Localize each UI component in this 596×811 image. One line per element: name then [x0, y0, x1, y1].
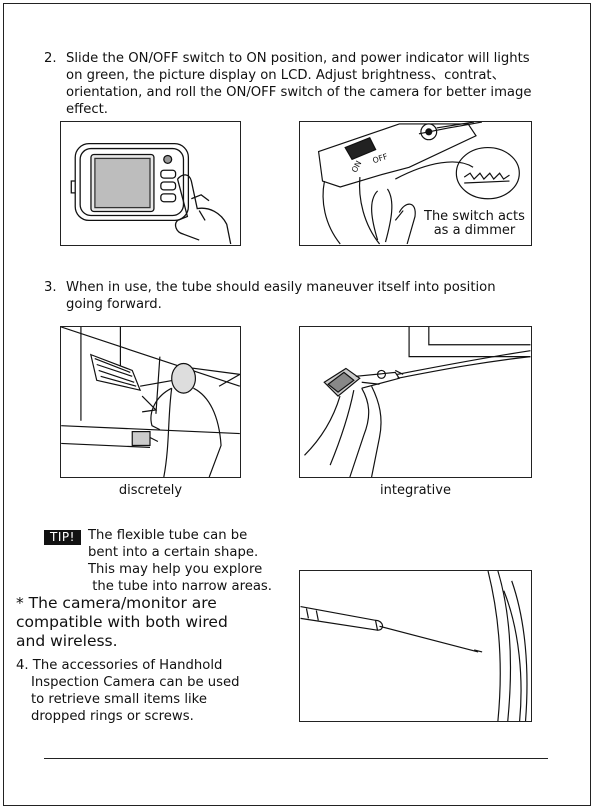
- tip-line: the tube into narrow areas.: [88, 579, 272, 594]
- monitor-drawing: [70, 143, 232, 245]
- handheld-camera-illustration: [299, 326, 532, 478]
- tip-line: bent into a certain shape.: [88, 545, 259, 560]
- tip-text: The flexible tube can be bent into a cer…: [88, 527, 272, 595]
- note-line: and wireless.: [16, 632, 118, 650]
- step-3-number: 3.: [44, 280, 57, 295]
- step-4: 4. The accessories of Handhold Inspectio…: [16, 657, 240, 725]
- switch-note: The switch acts as a dimmer: [424, 210, 525, 238]
- camera-switch-drawing: ON OFF: [317, 122, 520, 245]
- step-3-line: going forward.: [66, 297, 162, 312]
- note-line: compatible with both wired: [16, 613, 228, 631]
- step-2-line: effect.: [66, 102, 108, 117]
- step-3-line: When in use, the tube should easily mane…: [66, 280, 496, 295]
- step-2-number: 2.: [44, 51, 57, 66]
- switch-on-label: ON: [350, 159, 364, 174]
- caption-integrative: integrative: [380, 483, 451, 498]
- step-2-line: Slide the ON/OFF switch to ON position, …: [66, 51, 530, 66]
- retrieval-hook-illustration: [299, 570, 532, 722]
- step-3-text: When in use, the tube should easily mane…: [66, 279, 496, 313]
- step-4-line: dropped rings or screws.: [31, 709, 194, 724]
- bottom-rule: [44, 758, 548, 759]
- switch-note-line: The switch acts: [424, 209, 525, 224]
- ceiling-inspection-illustration: [60, 326, 241, 478]
- step-4-line: Inspection Camera can be used: [31, 675, 240, 690]
- step-2-text: Slide the ON/OFF switch to ON position, …: [66, 50, 531, 118]
- step-4-line: 4. The accessories of Handhold: [16, 658, 223, 673]
- tip-line: This may help you explore: [88, 562, 263, 577]
- tip-badge: TIP!: [44, 530, 81, 545]
- ceiling-inspection-drawing: [61, 327, 240, 477]
- page-border: [3, 3, 591, 806]
- caption-discretely: discretely: [118, 483, 183, 498]
- camera-switch-illustration: ON OFF: [299, 121, 532, 246]
- step-4-line: to retrieve small items like: [31, 692, 207, 707]
- step-2-line: orientation, and roll the ON/OFF switch …: [66, 85, 532, 100]
- switch-note-line: as a dimmer: [433, 223, 516, 238]
- step-2-line: on green, the picture display on LCD. Ad…: [66, 68, 505, 83]
- handheld-camera-drawing: [304, 327, 531, 477]
- compatibility-note: * The camera/monitor are compatible with…: [16, 594, 228, 651]
- tip-line: The flexible tube can be: [88, 528, 248, 543]
- monitor-illustration: [60, 121, 241, 246]
- switch-off-label: OFF: [372, 152, 390, 165]
- note-line: * The camera/monitor are: [16, 594, 217, 612]
- retrieval-hook-drawing: [300, 571, 528, 721]
